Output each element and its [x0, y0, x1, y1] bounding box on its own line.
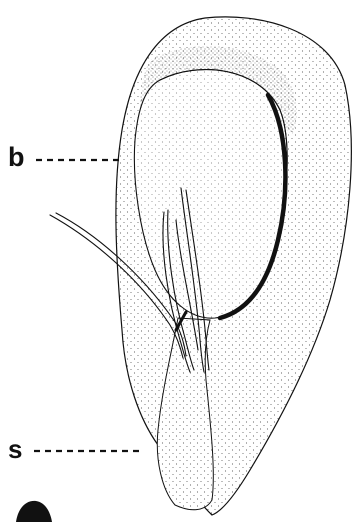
cutoff-mark: [16, 501, 52, 522]
label-b: b: [8, 144, 25, 171]
label-s: s: [8, 436, 22, 462]
